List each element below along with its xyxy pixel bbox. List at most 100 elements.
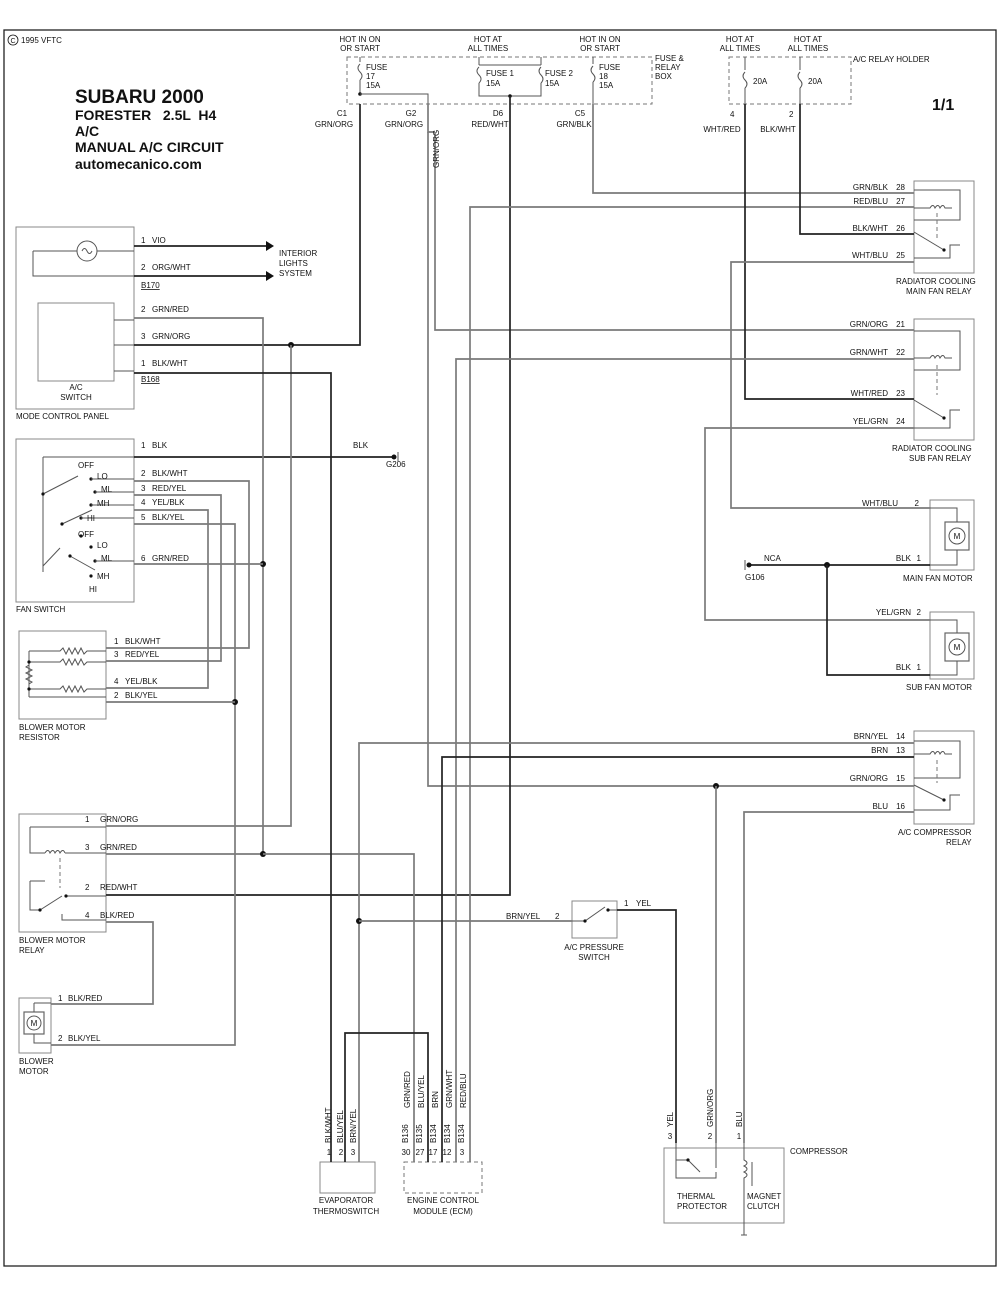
svg-text:YEL/BLK: YEL/BLK <box>152 498 185 507</box>
wire-blk-wht-thermo <box>134 372 332 1162</box>
svg-text:ENGINE CONTROL: ENGINE CONTROL <box>407 1196 480 1205</box>
svg-text:2: 2 <box>917 608 922 617</box>
svg-text:15A: 15A <box>545 79 560 88</box>
svg-text:LO: LO <box>97 541 108 550</box>
svg-text:B168: B168 <box>141 375 160 384</box>
svg-text:BLK: BLK <box>152 441 168 450</box>
svg-text:MH: MH <box>97 572 110 581</box>
svg-text:MAGNET: MAGNET <box>747 1192 781 1201</box>
svg-text:GRN/ORG: GRN/ORG <box>850 320 888 329</box>
svg-text:GRN/ORG: GRN/ORG <box>432 130 441 168</box>
svg-text:HI: HI <box>89 585 97 594</box>
copyright: 1995 VFTC <box>21 36 62 45</box>
svg-text:GRN/RED: GRN/RED <box>152 305 189 314</box>
svg-text:2: 2 <box>141 305 146 314</box>
svg-text:4: 4 <box>85 911 90 920</box>
svg-text:3: 3 <box>460 1148 465 1157</box>
svg-text:3: 3 <box>114 650 119 659</box>
svg-text:24: 24 <box>896 417 905 426</box>
svg-text:23: 23 <box>896 389 905 398</box>
wire-brn <box>441 756 914 1162</box>
svg-text:M: M <box>954 532 961 541</box>
svg-text:SWITCH: SWITCH <box>60 393 92 402</box>
svg-text:GRN/ORG: GRN/ORG <box>385 120 423 129</box>
svg-text:ML: ML <box>101 485 113 494</box>
svg-text:WHT/RED: WHT/RED <box>851 389 889 398</box>
svg-text:1: 1 <box>327 1148 332 1157</box>
svg-text:3: 3 <box>85 843 90 852</box>
svg-text:ALL TIMES: ALL TIMES <box>720 44 760 53</box>
svg-text:14: 14 <box>896 732 905 741</box>
svg-text:RADIATOR COOLING: RADIATOR COOLING <box>892 444 972 453</box>
svg-text:GRN/BLK: GRN/BLK <box>556 120 592 129</box>
svg-text:M: M <box>31 1019 38 1028</box>
svg-text:FUSE &: FUSE & <box>655 54 685 63</box>
svg-text:3: 3 <box>141 332 146 341</box>
main-fan-relay: RADIATOR COOLING MAIN FAN RELAY GRN/BLK … <box>852 180 976 296</box>
svg-text:MODE CONTROL PANEL: MODE CONTROL PANEL <box>16 412 109 421</box>
svg-text:17: 17 <box>429 1148 438 1157</box>
svg-text:17: 17 <box>366 72 375 81</box>
svg-text:A/C: A/C <box>69 383 83 392</box>
vehicle-make: SUBARU 2000 <box>75 87 204 108</box>
svg-text:20A: 20A <box>753 77 768 86</box>
svg-text:1: 1 <box>141 441 146 450</box>
svg-text:SUB FAN MOTOR: SUB FAN MOTOR <box>906 683 972 692</box>
svg-text:1: 1 <box>737 1132 742 1141</box>
fuse-relay-box: HOT IN ON OR START HOT AT ALL TIMES HOT … <box>315 35 685 129</box>
wire-wht-blu <box>730 261 930 509</box>
svg-text:ALL TIMES: ALL TIMES <box>788 44 828 53</box>
svg-text:4: 4 <box>730 110 735 119</box>
page-number: 1/1 <box>932 97 954 114</box>
mode-control-panel: A/C SWITCH MODE CONTROL PANEL 1 VIO 2 OR… <box>15 226 317 421</box>
svg-text:BRN: BRN <box>431 1091 440 1108</box>
svg-text:BLOWER MOTOR: BLOWER MOTOR <box>19 936 86 945</box>
blower-motor-relay: BLOWER MOTOR RELAY 1 GRN/ORG 3 GRN/RED 2… <box>18 813 138 955</box>
svg-text:SUB FAN RELAY: SUB FAN RELAY <box>909 454 972 463</box>
svg-text:22: 22 <box>896 348 905 357</box>
svg-text:BLK/YEL: BLK/YEL <box>152 513 185 522</box>
svg-text:2: 2 <box>85 883 90 892</box>
svg-text:GRN/ORG: GRN/ORG <box>850 774 888 783</box>
svg-text:2: 2 <box>708 1132 713 1141</box>
svg-text:YEL: YEL <box>636 899 652 908</box>
system-name: A/C <box>75 123 99 139</box>
svg-text:BLK/YEL: BLK/YEL <box>125 691 158 700</box>
svg-text:WHT/RED: WHT/RED <box>703 125 741 134</box>
svg-text:ML: ML <box>101 554 113 563</box>
blower-motor: M BLOWER MOTOR 1 BLK/RED 2 BLK/YEL <box>18 994 102 1076</box>
wire-blu <box>743 811 914 1143</box>
svg-text:GRN/ORG: GRN/ORG <box>315 120 353 129</box>
svg-text:HOT AT: HOT AT <box>794 35 822 44</box>
svg-text:FUSE 1: FUSE 1 <box>486 69 515 78</box>
svg-text:MAIN FAN RELAY: MAIN FAN RELAY <box>906 287 972 296</box>
svg-text:GRN/WHT: GRN/WHT <box>850 348 888 357</box>
svg-text:B134: B134 <box>443 1124 452 1143</box>
svg-text:27: 27 <box>416 1148 425 1157</box>
wire-blk-red <box>51 921 154 1005</box>
svg-text:FAN SWITCH: FAN SWITCH <box>16 605 66 614</box>
svg-text:WHT/BLU: WHT/BLU <box>852 251 888 260</box>
svg-text:15A: 15A <box>486 79 501 88</box>
svg-text:B170: B170 <box>141 281 160 290</box>
motor-icon <box>948 527 966 545</box>
svg-text:4: 4 <box>114 677 119 686</box>
svg-text:BLK/WHT: BLK/WHT <box>152 359 188 368</box>
svg-text:BLOWER: BLOWER <box>19 1057 54 1066</box>
svg-text:B136: B136 <box>401 1124 410 1143</box>
svg-text:3: 3 <box>668 1132 673 1141</box>
svg-text:2: 2 <box>58 1034 63 1043</box>
svg-text:2: 2 <box>339 1148 344 1157</box>
wire-yel-grn <box>704 427 930 621</box>
svg-text:B134: B134 <box>457 1124 466 1143</box>
svg-text:1: 1 <box>141 236 146 245</box>
svg-text:NCA: NCA <box>764 554 782 563</box>
svg-text:25: 25 <box>896 251 905 260</box>
fuse-18: FUSE 18 15A <box>590 57 620 104</box>
ac-compressor-relay: A/C COMPRESSOR RELAY BRN/YEL 14 BRN 13 G… <box>850 730 975 847</box>
svg-text:26: 26 <box>896 224 905 233</box>
svg-text:1: 1 <box>917 554 922 563</box>
wire-blu-yel <box>344 1032 429 1162</box>
ac-pressure-switch: A/C PRESSURE SWITCH BRN/YEL 2 1 YEL <box>506 899 652 962</box>
